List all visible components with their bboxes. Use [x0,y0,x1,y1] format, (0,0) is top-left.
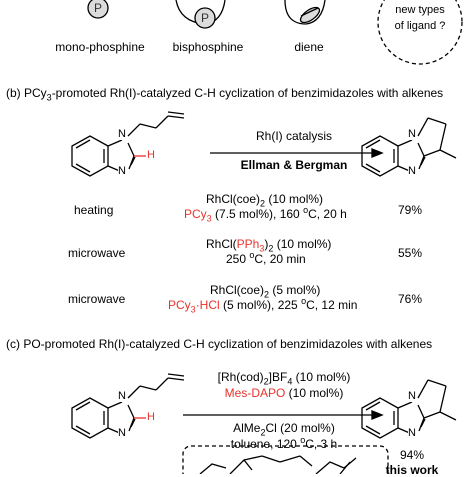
mono-phosphine-icon [87,0,109,19]
bisphosphine-label: bisphosphine [172,40,244,54]
conditions-row-3-line-2: PCy3·HCl (5 mol%), 225 oC, 12 min [168,296,358,315]
atom-n-top-c: N [118,390,126,402]
product-structure-b [361,117,457,177]
yield-row-1: 79% [398,203,423,217]
method-row-1: heating [74,203,114,217]
bisphosphine-icon [175,0,226,29]
product-n-bottom-c: N [408,427,416,439]
condition-c-1: [Rh(cod)2]BF4 (10 mol%) [217,370,351,387]
ligand-dashed-box [182,445,389,474]
atom-h-b: H [147,149,155,161]
yield-c: 94% [399,448,425,462]
atom-n-bottom-b: N [118,165,126,177]
this-work-tag: this work [385,463,439,477]
section-b-title: (b) PCy3-promoted Rh(I)-catalyzed C-H cy… [6,86,444,103]
condition-c-3: AlMe2Cl (20 mol%) [233,421,335,438]
condition-c-4: toluene, 120 oC, 3 h [230,435,338,452]
method-row-2: microwave [68,246,126,260]
atom-n-bottom-c: N [118,427,126,439]
reactant-structure-b [71,111,185,177]
product-n-bottom-b: N [408,165,416,177]
diene-label: diene [294,40,324,54]
mono-phosphine-label: mono-phosphine [55,40,145,54]
product-structure-c [361,379,457,439]
condition-c-2: Mes-DAPO (10 mol%) [224,386,344,400]
conditions-row-2-line-1: RhCl(PPh3)2 (10 mol%) [206,237,332,254]
method-row-3: microwave [68,292,126,306]
mono-phosphine-atom-label: P [93,1,103,15]
product-n-top-b: N [408,128,416,140]
mes-dapo-structure [199,455,357,474]
atom-n-top-b: N [118,128,126,140]
yield-row-3: 76% [398,292,423,306]
new-ligand-dashed-circle [377,0,463,65]
reactant-structure-c [71,373,185,439]
product-n-top-c: N [408,390,416,402]
arrow-top-label-b: Rh(I) catalysis [255,129,333,143]
conditions-row-1-line-2: PCy3 (7.5 mol%), 160 oC, 20 h [184,205,347,224]
atom-h-c: H [147,411,155,423]
bisphosphine-atom-label: P [200,11,210,25]
diene-icon [284,0,326,25]
arrow-bottom-label-b: Ellman & Bergman [240,158,348,172]
yield-row-2: 55% [398,246,423,260]
section-c-title: (c) PO-promoted Rh(I)-catalyzed C-H cycl… [6,337,433,351]
conditions-row-3-line-1: RhCl(coe)2 (5 mol%) [210,283,321,300]
new-types-line2: of ligand ? [394,20,446,32]
new-types-line1: new types [395,4,445,16]
conditions-row-1-line-1: RhCl(coe)2 (10 mol%) [206,192,324,209]
conditions-row-2-line-2: 250 oC, 20 min [226,250,306,267]
